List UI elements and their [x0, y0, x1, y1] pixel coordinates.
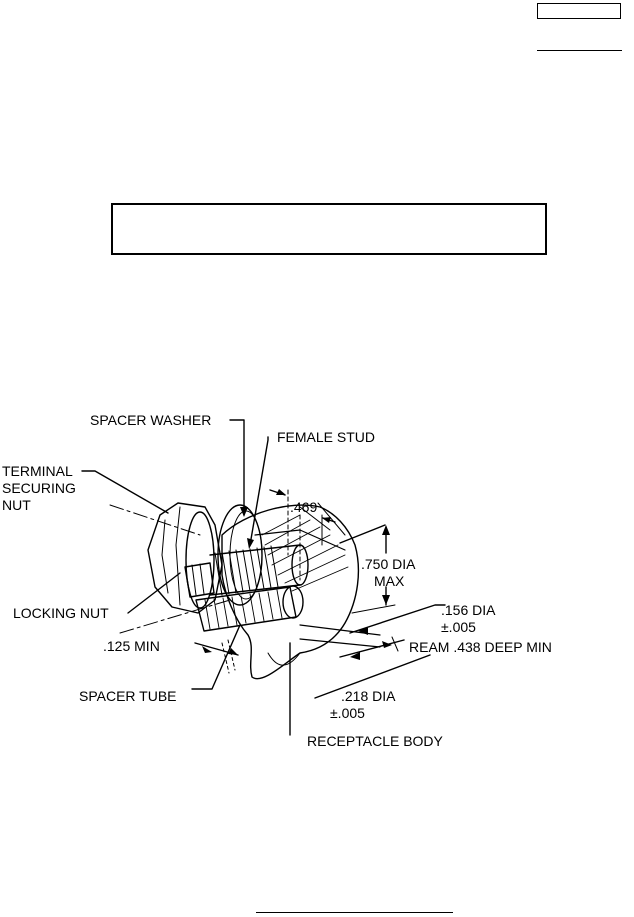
label-dim-156-2: ±.005	[441, 619, 476, 635]
label-dim-218-2: ±.005	[330, 705, 365, 721]
spacer-tube	[195, 585, 304, 632]
receptacle-body-outline	[221, 502, 360, 680]
leader-locking-nut	[127, 572, 181, 614]
footer-rule	[256, 912, 453, 913]
label-locking-nut: LOCKING NUT	[13, 605, 109, 621]
terminal-securing-nut	[147, 502, 223, 614]
label-terminal-1: TERMINAL	[2, 463, 73, 479]
centerline-left	[109, 504, 201, 536]
dim-156	[349, 604, 446, 634]
body-section-hatch	[254, 514, 349, 592]
label-spacer-tube: SPACER TUBE	[79, 688, 177, 704]
leader-spacer-washer	[229, 419, 245, 516]
leader-female-stud	[249, 436, 269, 546]
label-receptacle-body: RECEPTACLE BODY	[307, 733, 444, 749]
arrowheads	[202, 489, 392, 660]
label-dim-750-1: .750 DIA	[361, 556, 416, 572]
leader-terminal-nut	[81, 470, 169, 514]
label-terminal-2: SECURING	[2, 480, 76, 496]
label-dim-125: .125 MIN	[103, 638, 160, 654]
label-dim-469: .469	[290, 499, 317, 515]
leader-spacer-tube	[191, 624, 241, 690]
centerline-lower	[119, 599, 231, 634]
label-dim-156-1: .156 DIA	[441, 602, 496, 618]
label-dim-218-1: .218 DIA	[341, 688, 396, 704]
dim-ream	[339, 636, 405, 658]
female-stud	[209, 544, 309, 596]
label-terminal-3: NUT	[2, 497, 31, 513]
note-box	[111, 203, 547, 255]
terminal-assembly-diagram: SPACER WASHER FEMALE STUD TERMINAL SECUR…	[2, 412, 552, 749]
label-female-stud: FEMALE STUD	[277, 429, 375, 445]
label-ream: REAM .438 DEEP MIN	[409, 639, 552, 655]
label-spacer-washer: SPACER WASHER	[90, 412, 211, 428]
locking-nut	[184, 562, 215, 598]
header-box	[537, 3, 621, 19]
header-rule	[537, 50, 622, 51]
leader-218	[314, 654, 431, 699]
label-dim-750-2: MAX	[374, 573, 405, 589]
